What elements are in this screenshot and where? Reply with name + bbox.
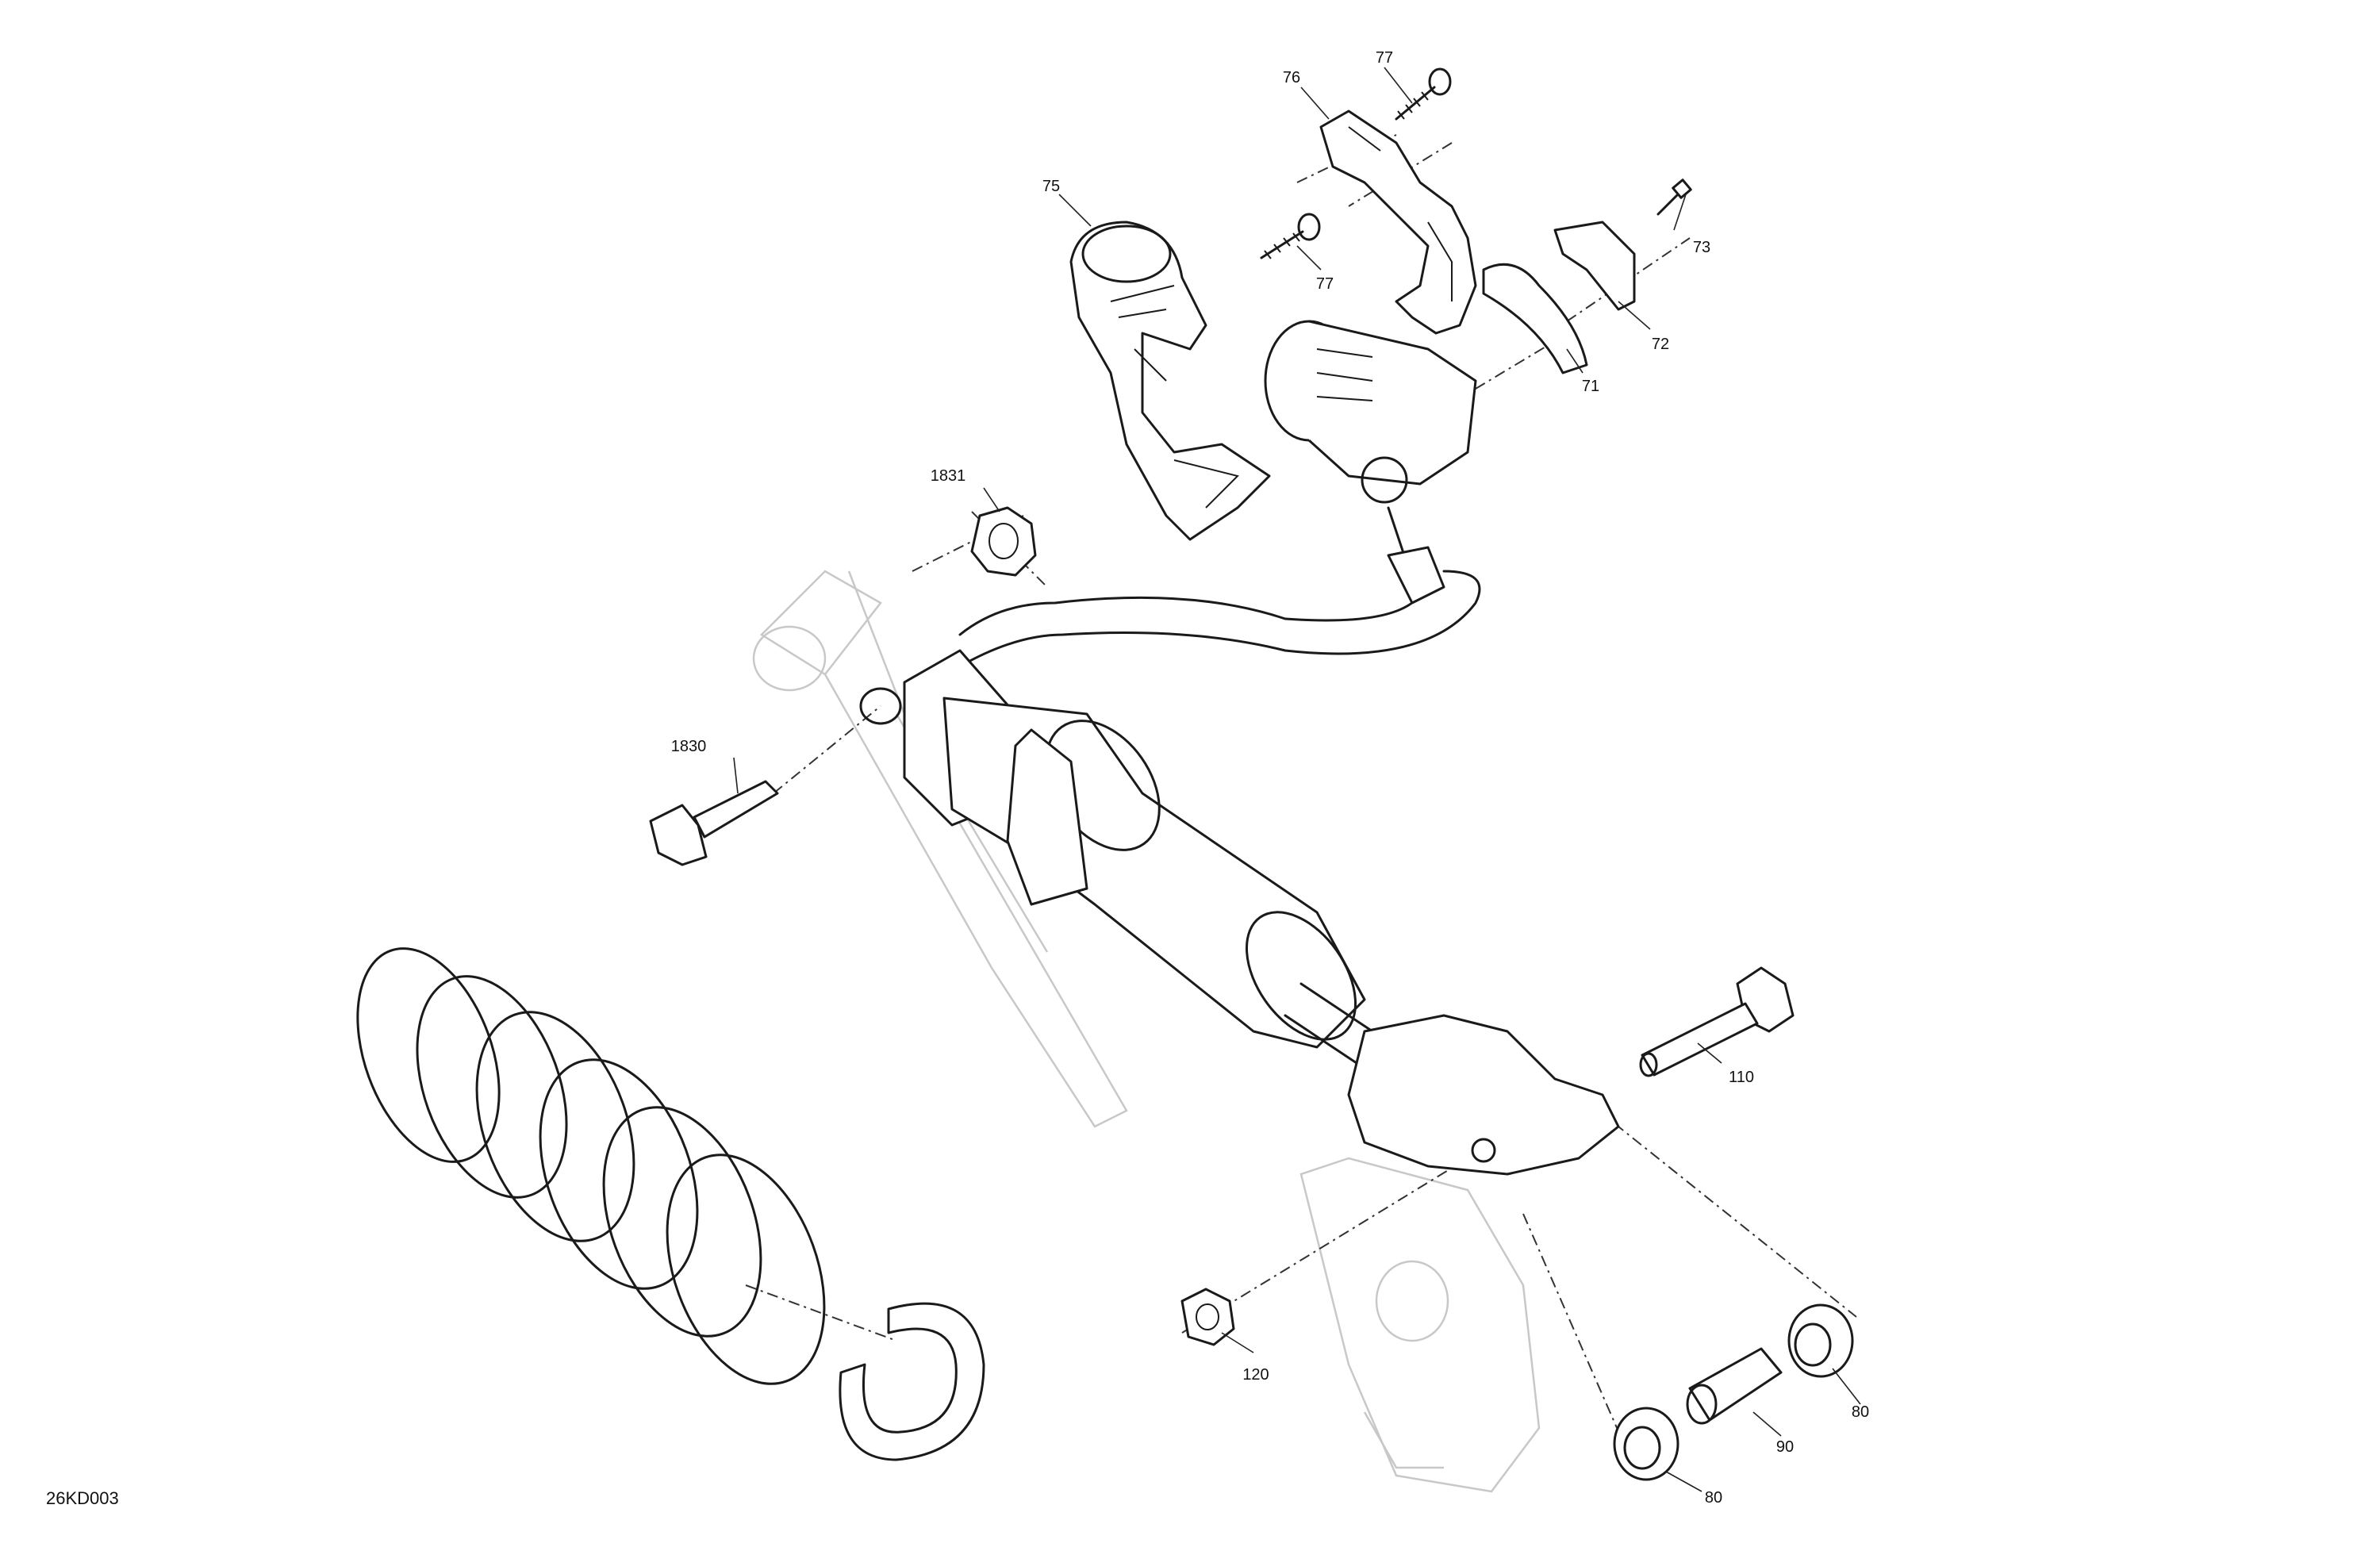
screw-77-upper	[1395, 67, 1452, 121]
shock-body	[859, 649, 1620, 1176]
callout-80-right: 80	[1851, 1403, 1870, 1421]
callout-110: 110	[1729, 1069, 1754, 1086]
bushing-80-right	[1787, 1303, 1854, 1378]
callout-120: 120	[1242, 1366, 1269, 1384]
nut-1831	[970, 506, 1037, 577]
bushing-80-left	[1613, 1407, 1679, 1481]
sleeve-90	[1686, 1347, 1783, 1425]
bolt-1830	[649, 780, 779, 866]
callout-1830: 1830	[670, 738, 707, 755]
callout-90: 90	[1775, 1438, 1795, 1456]
callout-80-left: 80	[1704, 1489, 1723, 1507]
callout-72: 72	[1651, 336, 1670, 353]
callout-leaders	[733, 67, 1861, 1492]
cover-72	[1553, 221, 1636, 311]
callout-77-upper: 77	[1375, 49, 1394, 67]
screw-73	[1656, 178, 1692, 216]
callout-71: 71	[1581, 378, 1600, 395]
cap-71	[1482, 263, 1588, 374]
callout-73: 73	[1692, 239, 1711, 256]
spring-retainer	[839, 1302, 985, 1461]
reservoir-body	[1264, 320, 1477, 589]
callout-77-lower: 77	[1315, 275, 1334, 293]
reservoir-hose	[958, 546, 1481, 668]
bolt-110	[1639, 966, 1795, 1077]
coil-spring	[356, 947, 826, 1385]
callout-75: 75	[1042, 178, 1061, 195]
drawing-id: 26KD003	[46, 1488, 119, 1508]
nut-120	[1180, 1288, 1235, 1346]
callout-76: 76	[1282, 69, 1301, 86]
callout-1831: 1831	[930, 467, 966, 485]
clip-76	[1319, 109, 1477, 335]
bracket-75	[1069, 221, 1271, 541]
screw-77-lower	[1260, 213, 1321, 259]
